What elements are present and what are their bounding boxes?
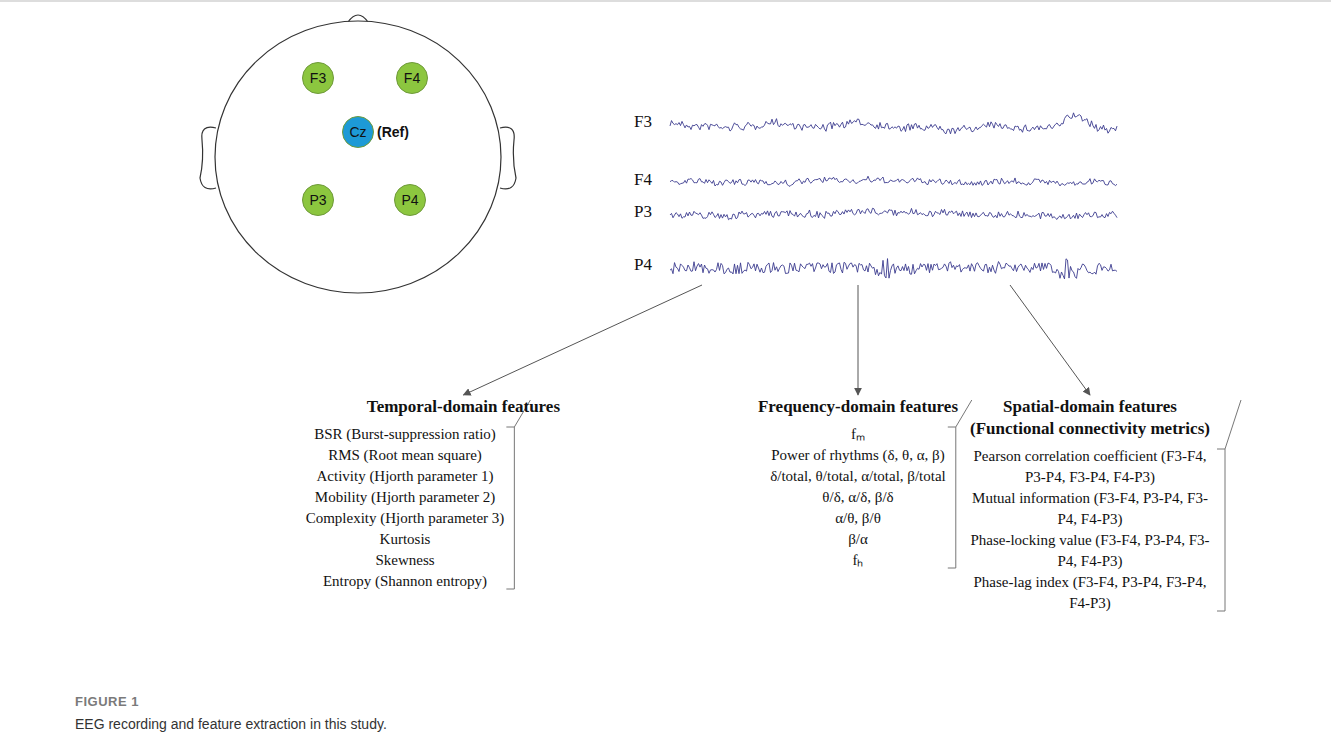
electrode-circle: F3 (302, 62, 334, 94)
electrode-circle: F4 (396, 62, 428, 94)
feature-item: fₕ (770, 550, 946, 571)
bracket (948, 427, 956, 568)
head-outline (200, 15, 516, 293)
flow-arrow (858, 285, 859, 395)
feature-item: Mobility (Hjorth parameter 2) (306, 487, 505, 508)
feature-heading: (Functional connectivity metrics) (960, 418, 1220, 440)
bracket (506, 427, 514, 589)
feature-item: RMS (Root mean square) (306, 445, 505, 466)
scalp (215, 21, 501, 293)
feature-items: Pearson correlation coefficient (F3-F4, … (965, 446, 1215, 614)
electrode-name: F3 (310, 70, 326, 86)
feature-item: Complexity (Hjorth parameter 3) (306, 508, 505, 529)
electrode-circle: P3 (302, 184, 334, 216)
eeg-waveform (670, 259, 1117, 279)
eeg-waveform (670, 113, 1117, 134)
feature-list: Spatial-domain features(Functional conne… (960, 396, 1220, 614)
feature-item: Activity (Hjorth parameter 1) (306, 466, 505, 487)
feature-item: Pearson correlation coefficient (F3-F4, … (965, 446, 1215, 488)
feature-item: Mutual information (F3-F4, P3-P4, F3-P4,… (965, 488, 1215, 530)
feature-items: fₘPower of rhythms (δ, θ, α, β)δ/total, … (770, 424, 946, 571)
electrode-name: F4 (404, 70, 420, 86)
feature-item: Phase-locking value (F3-F4, P3-P4, F3-P4… (965, 530, 1215, 572)
feature-items: BSR (Burst-suppression ratio)RMS (Root m… (306, 424, 505, 592)
electrode-circle: Cz(Ref) (342, 116, 374, 148)
feature-heading: Frequency-domain features (738, 396, 978, 418)
feature-item: BSR (Burst-suppression ratio) (306, 424, 505, 445)
flow-arrow (463, 285, 702, 395)
bracket-lead (1225, 400, 1241, 449)
bracket-lead (956, 400, 972, 427)
right-ear (500, 127, 516, 189)
feature-item: Phase-lag index (F3-F4, P3-P4, F3-P4, F4… (965, 572, 1215, 614)
feature-item: Kurtosis (306, 529, 505, 550)
figure-caption: EEG recording and feature extraction in … (75, 716, 387, 732)
eeg-waveform (670, 208, 1117, 219)
feature-list: Frequency-domain features fₘPower of rhyt… (738, 396, 978, 571)
channel-label: F4 (634, 170, 652, 190)
eeg-trace-panel: F3F4P3P4 (630, 100, 1125, 285)
connectors (463, 285, 1090, 395)
channel-label: P3 (634, 202, 652, 222)
electrode-name: P3 (309, 192, 326, 208)
channel-label: F3 (634, 112, 652, 132)
feature-item: θ/δ, α/δ, β/δ (770, 487, 946, 508)
feature-item: δ/total, θ/total, α/total, β/total (770, 466, 946, 487)
electrode-circle: P4 (394, 184, 426, 216)
feature-heading: Temporal-domain features (290, 396, 560, 418)
feature-item: β/α (770, 529, 946, 550)
bracket (1217, 449, 1225, 611)
eeg-waveform (670, 176, 1117, 186)
feature-list: Temporal-domain featuresBSR (Burst-suppr… (290, 396, 560, 592)
electrode-name: Cz (349, 124, 366, 140)
channel-label: P4 (634, 255, 652, 275)
electrode-name: P4 (401, 192, 418, 208)
flow-arrow (1010, 285, 1090, 395)
feature-item: α/θ, β/θ (770, 508, 946, 529)
eeg-traces (670, 113, 1117, 279)
feature-heading: Spatial-domain features (960, 396, 1220, 418)
feature-item: fₘ (770, 424, 946, 445)
left-ear (200, 127, 216, 189)
feature-item: Skewness (306, 550, 505, 571)
top-rule (0, 1, 1331, 2)
feature-item: Power of rhythms (δ, θ, α, β) (770, 445, 946, 466)
figure-number: FIGURE 1 (75, 694, 139, 709)
reference-note: (Ref) (377, 124, 409, 140)
feature-item: Entropy (Shannon entropy) (306, 571, 505, 592)
